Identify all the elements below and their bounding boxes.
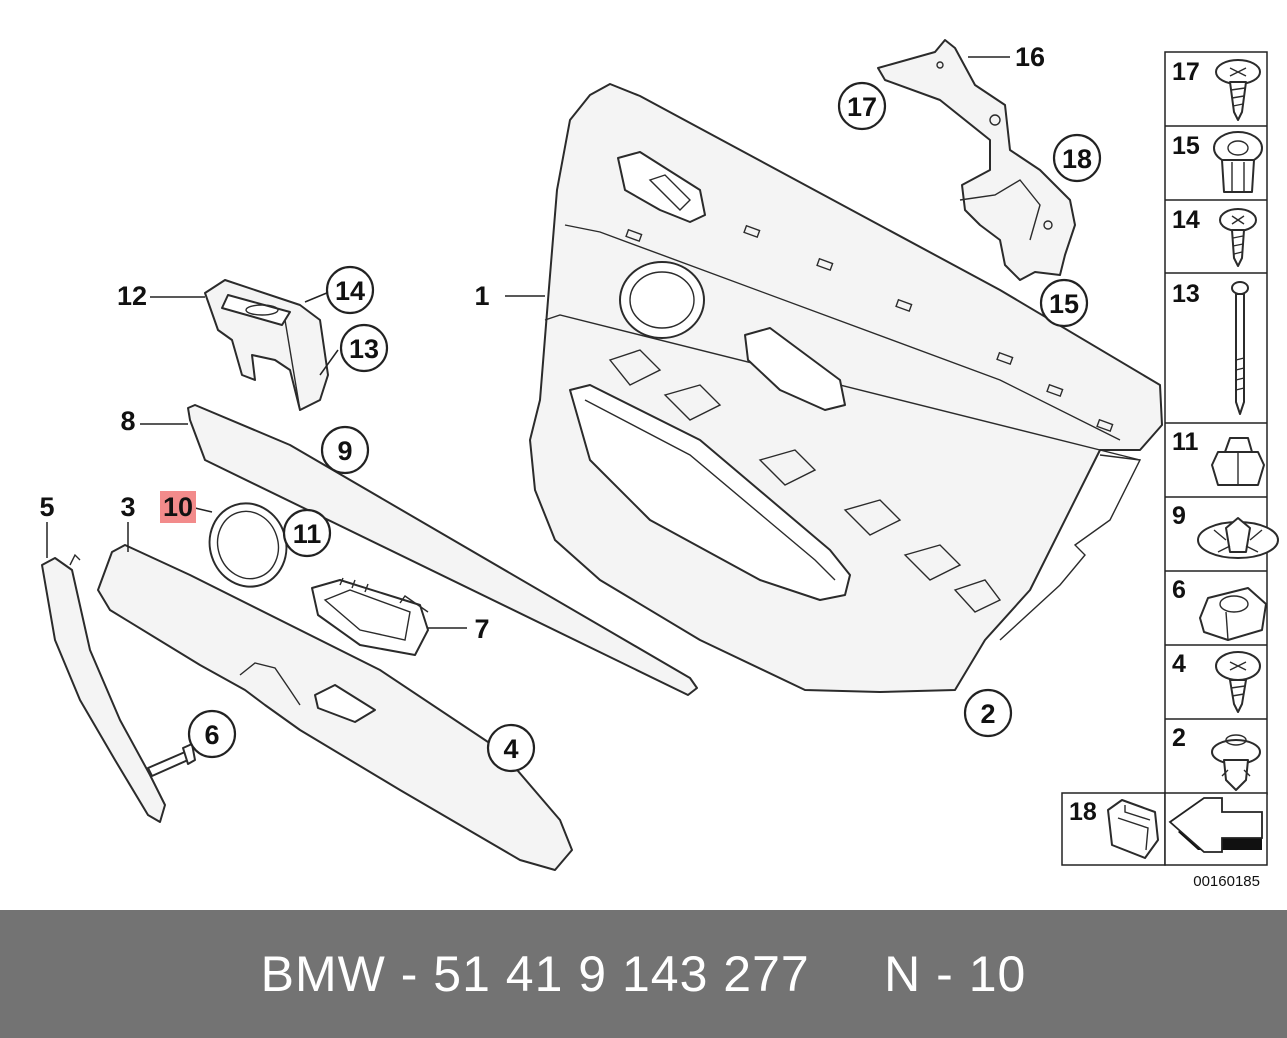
label-15: 15 — [1049, 289, 1079, 319]
handle-housing — [204, 279, 329, 411]
label-8: 8 — [120, 406, 135, 436]
legend-label-17: 17 — [1172, 58, 1200, 86]
label-6: 6 — [204, 720, 219, 750]
part-labels: 1 2 3 4 5 6 7 8 9 10 11 12 13 14 15 16 1… — [39, 42, 1092, 764]
legend-label-18: 18 — [1069, 798, 1097, 826]
direction-arrow-icon — [1168, 797, 1263, 853]
legend-label-13: 13 — [1172, 280, 1200, 308]
label-2: 2 — [980, 699, 995, 729]
legend-label-6: 6 — [1172, 576, 1186, 604]
legend-label-9: 9 — [1172, 502, 1186, 530]
screw-4-icon — [1215, 651, 1261, 713]
label-13: 13 — [349, 334, 379, 364]
legend-label-2: 2 — [1172, 724, 1186, 752]
label-3: 3 — [120, 492, 135, 522]
label-9: 9 — [337, 436, 352, 466]
nut-6-icon — [1199, 587, 1267, 641]
clip-2-icon — [1211, 734, 1261, 791]
trim-strip — [187, 404, 698, 696]
label-10: 10 — [163, 492, 193, 522]
clip-9-icon — [1197, 517, 1279, 559]
bolt-13-icon — [1231, 281, 1249, 415]
label-11: 11 — [293, 519, 322, 549]
bracket — [877, 39, 1076, 281]
label-12: 12 — [117, 281, 147, 311]
part-number-text: BMW - 51 41 9 143 277 N - 10 — [260, 946, 1027, 1002]
label-16: 16 — [1015, 42, 1045, 72]
screw-14-icon — [1219, 208, 1257, 267]
part-number-banner: BMW - 51 41 9 143 277 N - 10 — [0, 910, 1287, 1038]
clip-15-icon — [1213, 131, 1263, 193]
highlight-box — [160, 491, 196, 523]
door-trim-panel — [529, 83, 1163, 693]
label-5: 5 — [39, 492, 54, 522]
parts-diagram: 1 2 3 4 5 6 7 8 9 10 11 12 13 14 15 16 1… — [39, 39, 1279, 890]
label-4: 4 — [503, 734, 518, 764]
screw-17-icon — [1215, 59, 1261, 121]
pillar-trim — [41, 553, 166, 823]
armrest-panel — [97, 544, 573, 871]
clip-18-icon — [1107, 799, 1159, 859]
bolt — [147, 743, 196, 777]
label-1: 1 — [474, 281, 489, 311]
callout-circles — [187, 81, 1102, 773]
speaker-cover-ring — [208, 502, 288, 588]
legend-label-14: 14 — [1172, 206, 1200, 234]
legend-label-11: 11 — [1172, 428, 1199, 456]
drawing-code: 00160185 — [1193, 873, 1260, 890]
legend-label-4: 4 — [1172, 650, 1186, 678]
label-18: 18 — [1062, 144, 1092, 174]
label-7: 7 — [474, 614, 489, 644]
label-17: 17 — [847, 92, 877, 122]
label-14: 14 — [335, 276, 365, 306]
fastener-legend: 17 15 14 13 11 9 6 4 2 18 — [1061, 51, 1279, 890]
nut-11-icon — [1211, 437, 1265, 486]
inner-door-handle — [311, 577, 429, 656]
legend-label-15: 15 — [1172, 132, 1200, 160]
